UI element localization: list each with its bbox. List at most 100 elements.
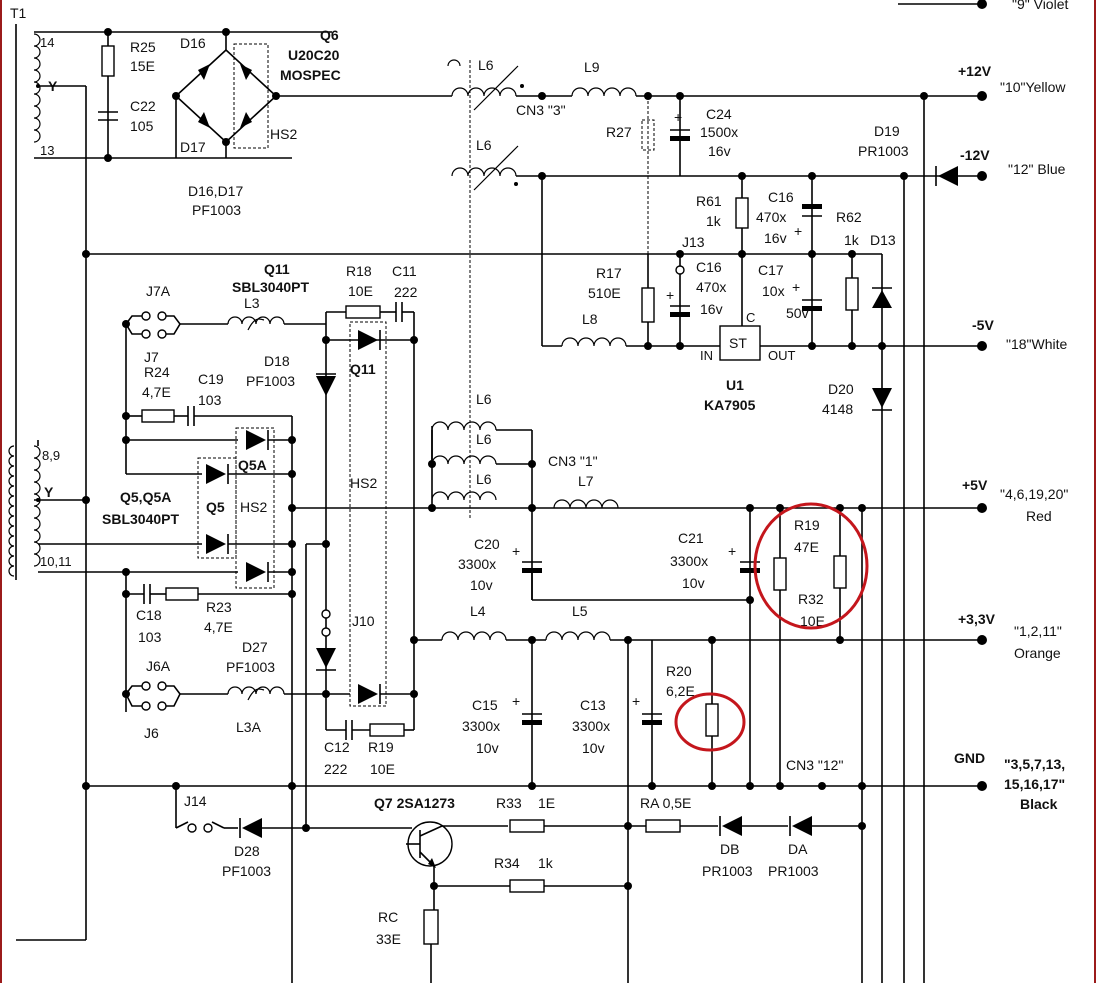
q11-label: Q11 [264,261,290,277]
d20-label: D20 [828,381,854,397]
d19-part: PR1003 [858,143,909,159]
gnd-wire-color: Black [1020,796,1058,812]
hs2-q5-label: HS2 [240,499,267,515]
cn3-12-label: CN3 "12" [786,757,843,773]
d18-label: D18 [264,353,290,369]
gnd-wire-label: "3,5,7,13, [1004,756,1065,772]
p33-wire-color: Orange [1014,645,1061,661]
highlight-r19-r32 [753,502,869,630]
c22-value: 105 [130,118,154,134]
rc-label: RC [378,909,398,925]
c16a-voltage: 16v [764,230,787,246]
r25-label: R25 [130,39,156,55]
m12-wire-label: "12" Blue [1008,161,1066,177]
j6a-label: J6A [146,658,171,674]
r34-label: R34 [494,855,520,871]
c12-value: 222 [324,761,348,777]
q11-part: SBL3040PT [232,279,309,295]
svg-text:+: + [632,693,640,709]
c19-label: C19 [198,371,224,387]
r20-label: R20 [666,663,692,679]
cn3-1-label: CN3 "1" [548,453,598,469]
p5-wire-color: Red [1026,508,1052,524]
t1-pin-8-9: 8,9 [42,448,60,463]
r33-value: 1E [538,795,555,811]
c24-value: 1500x [700,124,738,140]
svg-text:+: + [666,287,674,303]
l9-label: L9 [584,59,600,75]
j10-label: J10 [352,613,375,629]
p33-rail-label: +3,3V [958,611,996,627]
c16b-voltage: 16v [700,301,723,317]
c20-value: 3300x [458,556,496,572]
p5-rail-label: +5V [962,477,988,493]
m5-rail-label: -5V [972,317,994,333]
c21-voltage: 10v [682,575,705,591]
d20-part: 4148 [822,401,853,417]
c20-voltage: 10v [470,577,493,593]
c17-value: 10x [762,283,785,299]
transformer-t1: T1 14 Y 13 8,9 Y 10,11 [8,5,72,580]
highlight-r20 [674,692,746,752]
t1-pin-13: 13 [40,143,54,158]
j6-label: J6 [144,725,159,741]
rail-12v: L6 L6 CN3 "3" L9 R27 + C24 1500x 16v +12… [447,57,1066,520]
c17-voltage: 50v [786,305,809,321]
da-part: PR1003 [768,863,819,879]
svg-text:+: + [728,543,736,559]
r24-value: 4,7E [142,384,171,400]
r32-value: 10E [800,613,825,629]
r19-label: R19 [794,517,820,533]
r33-label: R33 [496,795,522,811]
c16b-value: 470x [696,279,726,295]
svg-text:+: + [792,279,800,295]
l3-label: L3 [244,295,260,311]
c13-voltage: 10v [582,740,605,756]
d28-label: D28 [234,843,260,859]
l5-label: L5 [572,603,588,619]
t1-pin-y-bottom: Y [44,484,54,500]
r17-label: R17 [596,265,622,281]
q11-section: Q11 SBL3040PT J7A J7 L3 R18 10E C11 222 … [122,261,418,730]
r19b-label: R19 [368,739,394,755]
c15-value: 3300x [462,718,500,734]
r27-label: R27 [606,124,632,140]
r20-value: 6,2E [666,683,695,699]
c16a-label: C16 [768,189,794,205]
r24-label: R24 [144,364,170,380]
c11-label: C11 [392,263,417,279]
c15-voltage: 10v [476,740,499,756]
l6-label-mid: L6 [476,137,492,153]
violet-wire-label: "9" Violet [1012,0,1068,12]
rail-gnd: CN3 "12" GND "3,5,7,13, 15,16,17" Black [82,750,1065,812]
top-rectifier: R25 15E C22 105 D16 D17 HS2 D16,D17 PF10… [16,27,882,941]
rail-5v: L6 L6 L6 CN3 "1" L7 + C20 3300x 10v + C2… [428,391,1068,786]
r19b-value: 10E [370,761,395,777]
t1-label: T1 [10,5,27,21]
d27-part: PF1003 [226,659,275,675]
c12-label: C12 [324,739,350,755]
svg-text:+: + [512,543,520,559]
da-label: DA [788,841,808,857]
gnd-wire-label-2: 15,16,17" [1004,776,1065,792]
t1-pin-10-11: 10,11 [40,554,72,569]
db-label: DB [720,841,739,857]
l6b-label-2: L6 [476,431,492,447]
c13-value: 3300x [572,718,610,734]
d16-label: D16 [180,35,206,51]
u1-st-pin: ST [729,335,747,351]
l6b-label-3: L6 [476,471,492,487]
svg-text:+: + [794,223,802,239]
svg-text:+: + [674,109,682,125]
r32-label: R32 [798,591,824,607]
d17-label: D17 [180,139,206,155]
q5-section: Q5A Q5 HS2 Q5,Q5A SBL3040PT C18 103 R [34,416,982,983]
c22-label: C22 [130,98,156,114]
q6-label: Q6 [320,27,339,43]
rail-3v3: L4 L5 + C15 3300x 10v + C13 3300x 10v R2… [410,603,1062,983]
m5-wire-label: "18"White [1006,336,1068,352]
t1-pin-14: 14 [40,35,54,50]
q5-label: Q5 [206,499,225,515]
l7-label: L7 [578,473,594,489]
